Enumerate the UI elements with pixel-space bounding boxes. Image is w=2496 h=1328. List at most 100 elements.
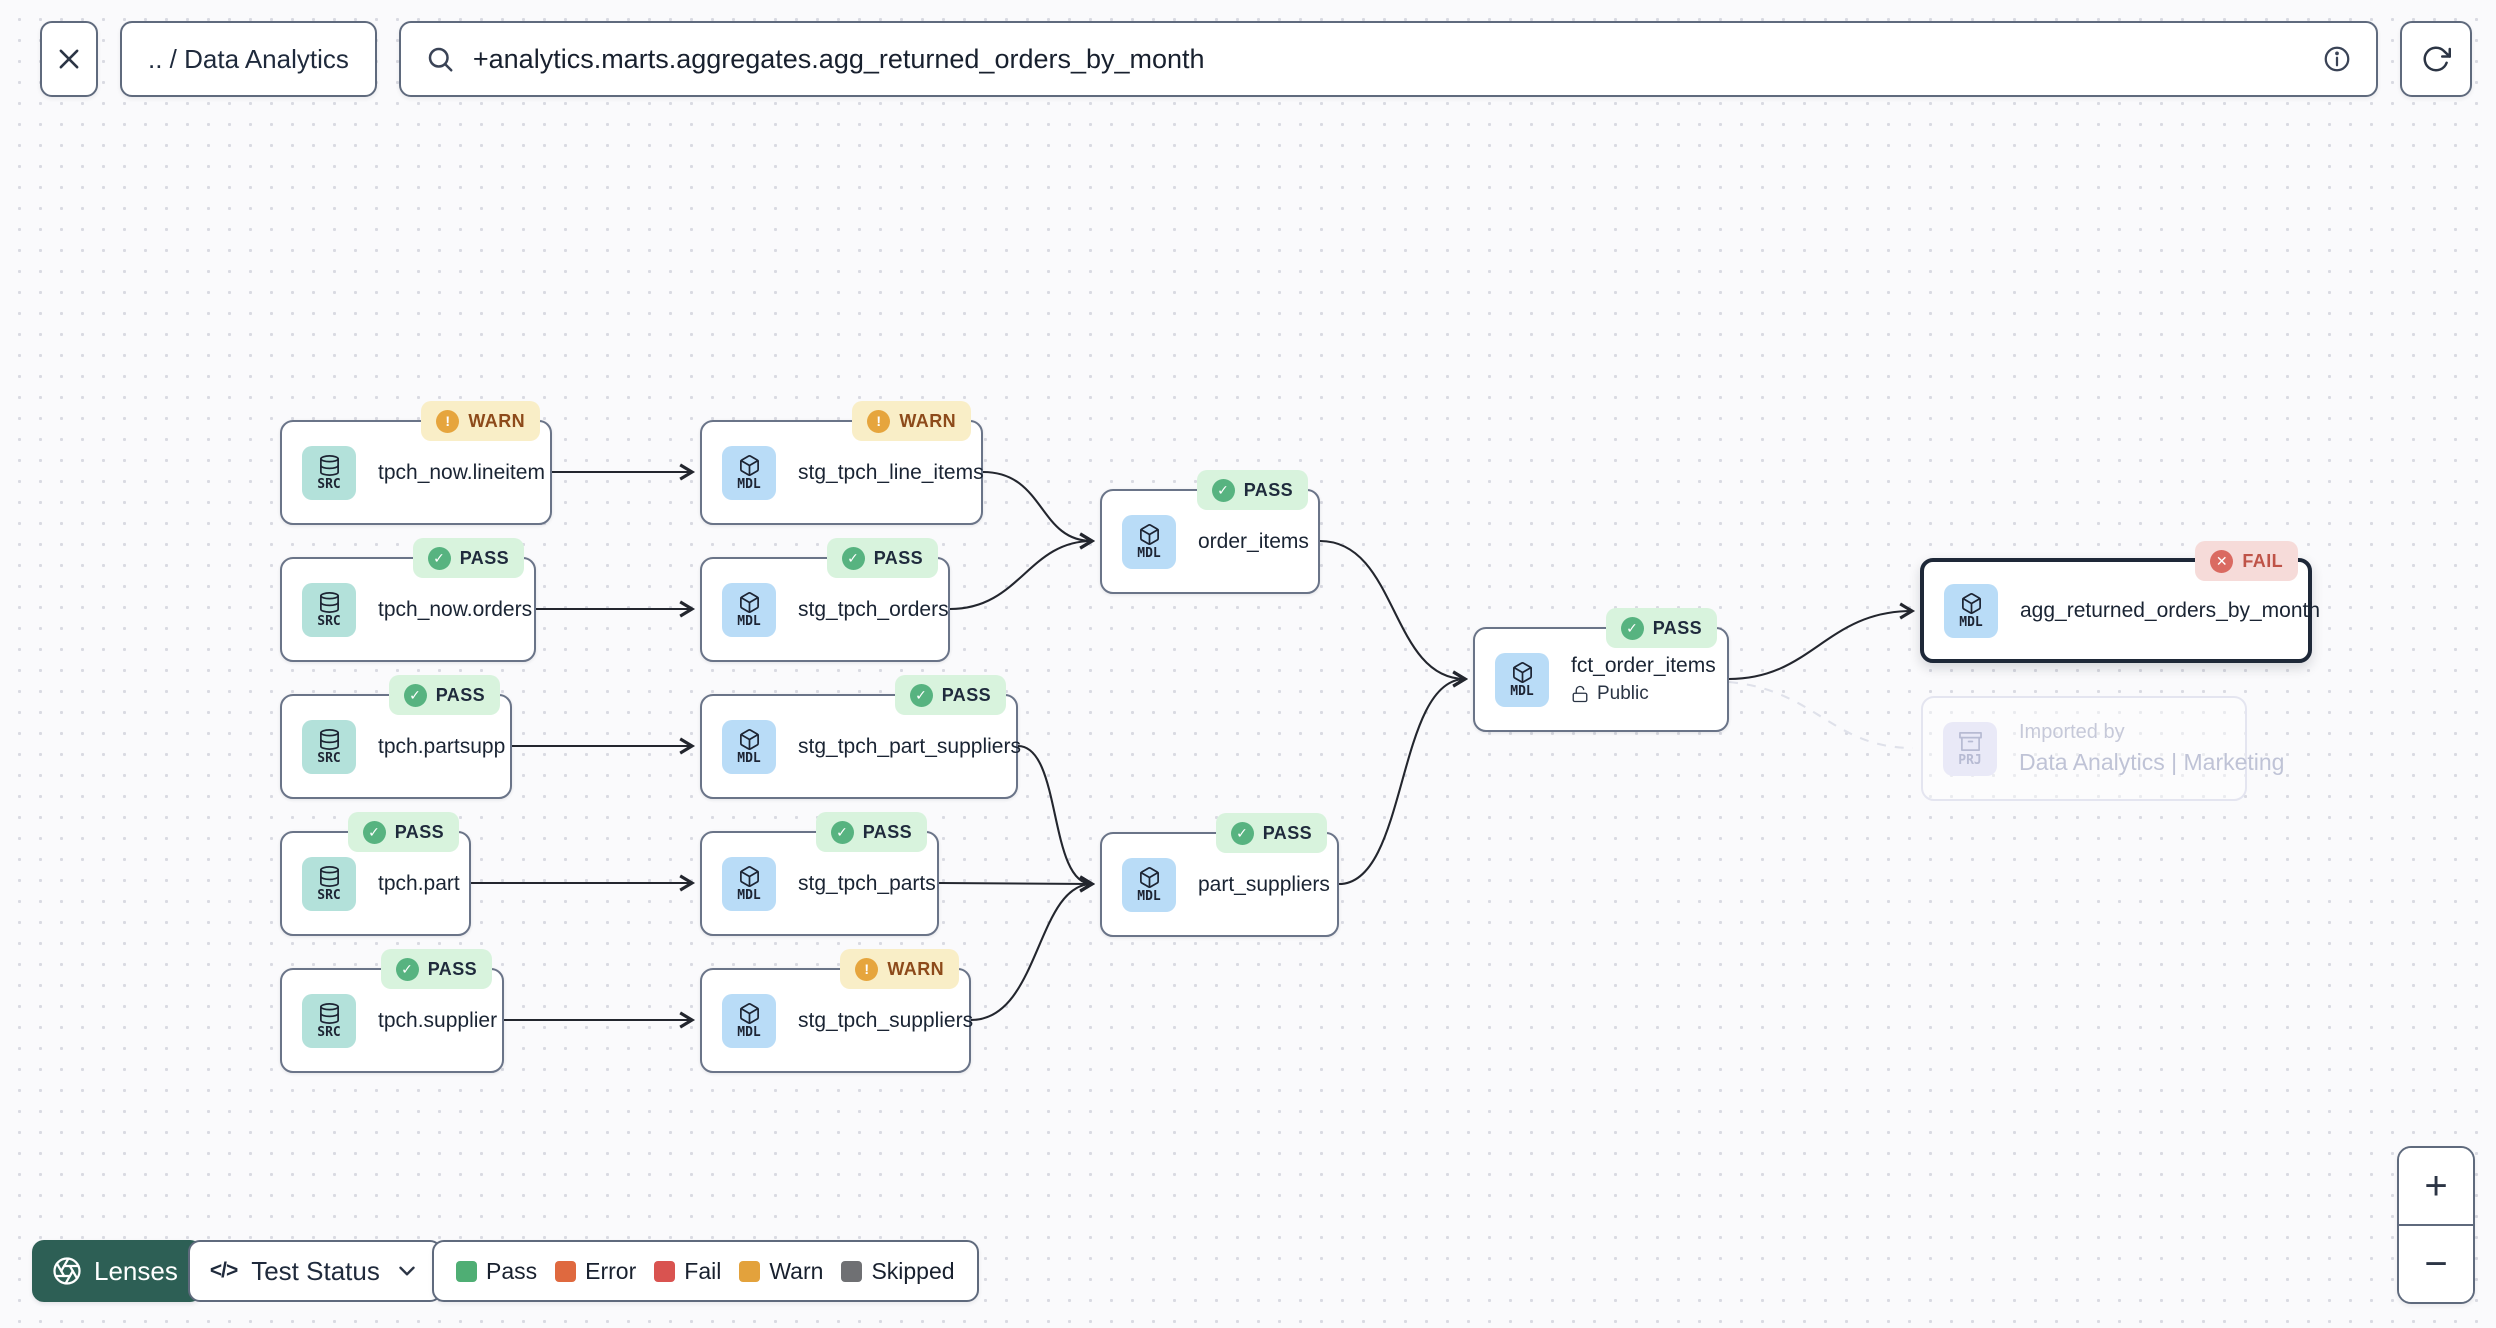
node-label: tpch.partsupp [378,734,506,758]
close-button[interactable] [40,21,98,97]
node-tpch.partsupp[interactable]: ✓PASS SRC tpch.partsupp [280,675,512,799]
refresh-button[interactable] [2400,21,2472,97]
status-badge-label: PASS [862,821,912,842]
node-label: order_items [1198,529,1309,553]
breadcrumb[interactable]: .. / Data Analytics [120,21,377,97]
mdl-chip: MDL [722,445,776,500]
status-badge: ✓PASS [826,538,938,578]
prj-chip: PRJ [1943,721,1997,776]
mdl-chip: MDL [1122,514,1176,569]
status-badge-label: PASS [1262,822,1312,843]
top-toolbar: .. / Data Analytics +analytics.marts.agg… [40,21,2472,97]
node-access-label: Public [1597,683,1649,704]
status-badge: ✓ PASS [380,949,492,989]
node-label: tpch_now.orders [378,597,533,621]
status-pass-icon: ✓ [1620,616,1644,640]
zoom-out-button[interactable]: − [2399,1226,2473,1302]
lens-selector[interactable]: </> Test Status [187,1240,442,1302]
node-label: part_suppliers [1198,872,1330,896]
status-warn-icon: ! [867,409,891,433]
status-badge: ✓PASS [1215,813,1327,853]
mdl-chip-label: MDL [737,614,761,629]
legend-item-warn: Warn [739,1258,823,1285]
status-badge-label: PASS [1652,617,1702,638]
src-chip-label: SRC [317,751,341,766]
mdl-chip: MDL [722,993,776,1048]
node-access-level: Public [1571,683,1716,705]
database-icon [319,592,339,613]
info-icon[interactable] [2322,44,2352,74]
aperture-icon [53,1257,81,1285]
status-pass-icon: ✓ [427,546,451,570]
mdl-chip-label: MDL [737,477,761,492]
lenses-label: Lenses [94,1255,178,1286]
search-input[interactable]: +analytics.marts.aggregates.agg_returned… [472,43,1205,74]
database-icon [319,455,339,476]
src-chip: SRC [302,719,356,774]
status-badge-label: WARN [468,410,525,431]
node-tpch.supplier[interactable]: ✓ PASS SRC tpch.supplier [280,949,504,1073]
mdl-chip-label: MDL [737,888,761,903]
cube-icon [1512,662,1532,684]
status-pass-icon: ✓ [403,683,427,707]
mdl-chip-label: MDL [737,751,761,766]
cube-icon [1139,524,1159,546]
status-badge-label: PASS [427,958,477,979]
src-chip: SRC [302,993,356,1048]
node-project-name: Data Analytics | Marketing [2019,749,2285,775]
legend-swatch-warn [739,1260,761,1282]
unlock-icon [1572,685,1588,703]
status-badge: ✓ PASS [1605,608,1717,648]
node-label: tpch.supplier [378,1008,498,1032]
src-chip-label: SRC [317,888,341,903]
lenses-button[interactable]: Lenses [32,1240,202,1302]
legend-label: Error [585,1257,637,1284]
status-pass-icon: ✓ [841,546,865,570]
node-label: tpch.part [378,871,460,895]
status-badge: !WARN [852,401,971,441]
src-chip: SRC [302,856,356,911]
node-part_suppliers[interactable]: ✓PASS MDL part_suppliers [1100,813,1339,937]
status-badge-label: WARN [887,958,944,979]
status-pass-icon: ✓ [830,820,854,844]
cube-icon [739,866,759,888]
lens-selector-value: Test Status [251,1255,380,1286]
node-label: stg_tpch_suppliers [798,1008,974,1032]
mdl-chip-label: MDL [1137,546,1161,561]
status-badge-label: FAIL [2242,550,2283,571]
status-pass-icon: ✓ [395,957,419,981]
search-box[interactable]: +analytics.marts.aggregates.agg_returned… [398,21,2378,97]
src-chip-label: SRC [317,477,341,492]
refresh-icon [2423,46,2451,72]
status-badge: ✓PASS [388,675,500,715]
status-badge: ✕FAIL [2195,541,2298,581]
src-chip: SRC [302,445,356,500]
src-chip: SRC [302,582,356,637]
chevron-down-icon [399,1266,415,1276]
status-badge-label: PASS [1243,479,1293,500]
cube-icon [739,729,759,751]
cube-icon [1961,593,1981,615]
mdl-chip-label: MDL [1137,889,1161,904]
zoom-in-button[interactable]: + [2399,1148,2473,1224]
legend-item-pass: Pass [456,1258,537,1285]
cube-icon [1139,867,1159,889]
legend-swatch-pass [456,1260,477,1282]
database-icon [319,729,339,750]
mdl-chip: MDL [722,856,776,911]
database-icon [319,866,339,887]
